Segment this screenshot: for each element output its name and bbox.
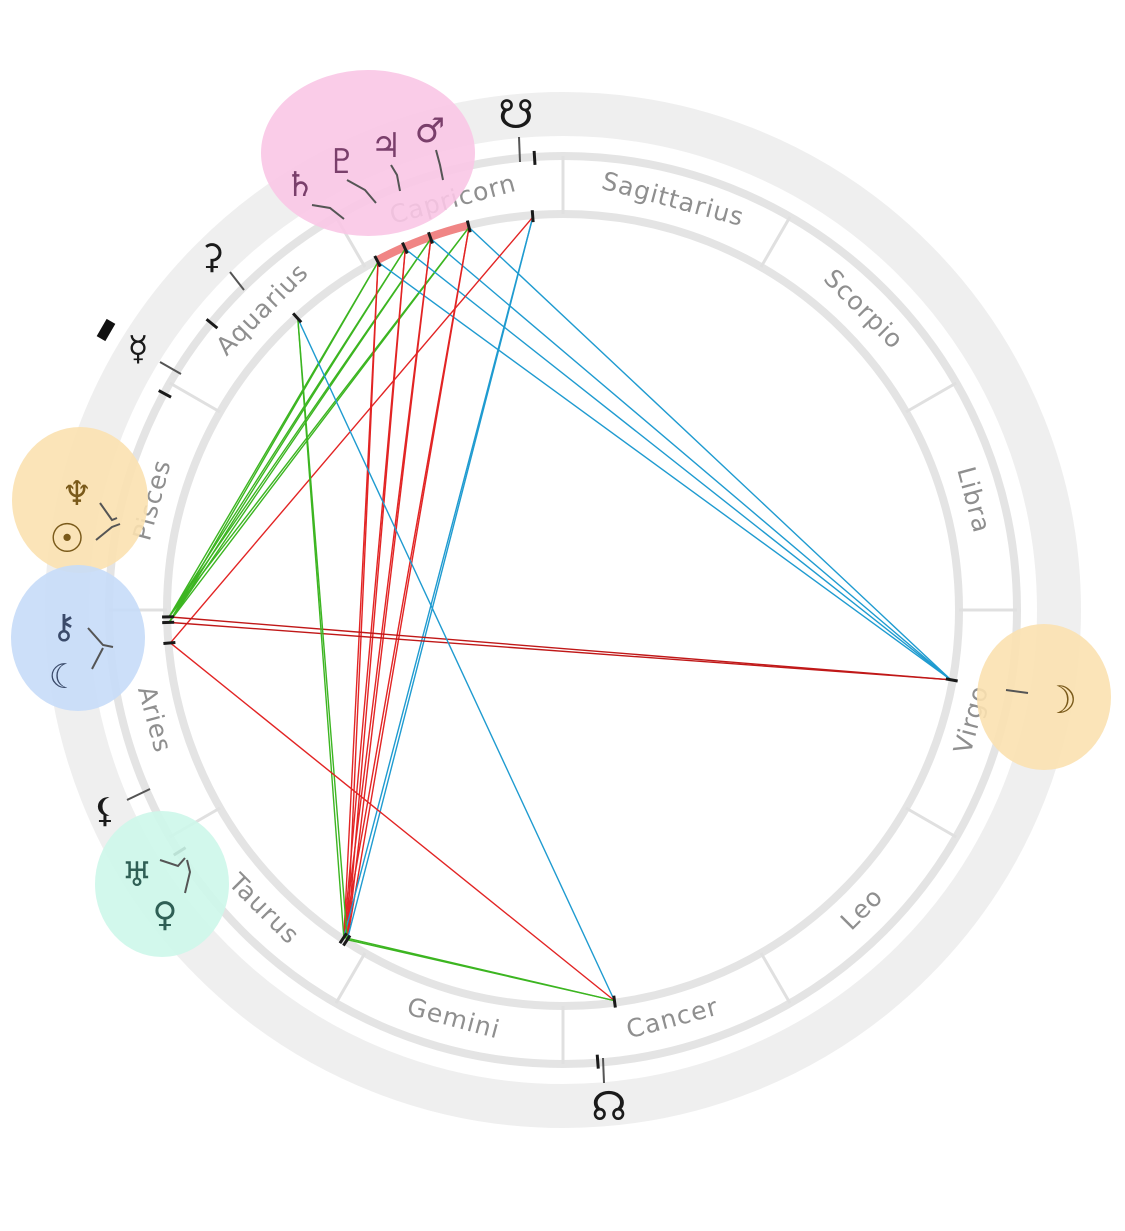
neptune-connector <box>99 502 118 522</box>
mars-connector <box>435 149 444 181</box>
glyph-connectors <box>87 136 1029 1084</box>
aspect-line-square <box>169 216 534 644</box>
lilith-connector <box>126 788 151 801</box>
chiron-connector <box>87 627 114 648</box>
sign-labels: CapricornSagittariusScorpioLibraVirgoLeo… <box>127 166 996 1044</box>
sign-dividers <box>109 156 1017 1064</box>
mercury-connector <box>159 361 182 375</box>
zodiac-ring-outer <box>105 152 1021 1068</box>
aspect-line-sextile <box>168 238 432 623</box>
aspect-line-square <box>346 262 379 940</box>
ceres-connector <box>229 271 245 291</box>
cluster-highlight-pisces <box>12 427 148 573</box>
aspect-lines <box>168 216 952 1002</box>
position-tick <box>292 312 303 324</box>
cluster-highlight-aries <box>11 565 145 711</box>
moon-icon-left[interactable]: ☾ <box>49 657 79 697</box>
mercury-icon[interactable]: ☿ <box>128 329 149 369</box>
cluster-highlight-taurus <box>95 811 229 957</box>
moon-icon-right[interactable]: ☽ <box>1043 678 1077 722</box>
saturn-icon[interactable]: ♄ <box>285 165 315 205</box>
north-node-icon[interactable]: ☊ <box>591 1084 627 1130</box>
aspect-line-square <box>346 238 432 940</box>
sun-icon[interactable]: ☉ <box>49 516 85 562</box>
aspect-line-opposition <box>169 616 951 681</box>
uranus-icon[interactable]: ♅ <box>122 855 152 895</box>
jupiter-icon[interactable]: ♃ <box>371 126 401 166</box>
position-tick <box>342 934 352 947</box>
jupiter-connector <box>390 164 401 192</box>
position-tick <box>945 677 958 683</box>
sign-label-libra: Libra <box>951 464 996 537</box>
sign-divider <box>905 381 957 414</box>
saturn-connector <box>311 204 345 220</box>
zodiac-ring-inner <box>163 210 963 1010</box>
moon-right-connector <box>1005 689 1029 694</box>
venus-connector <box>184 859 192 894</box>
position-tick <box>373 255 382 268</box>
position-tick <box>427 231 434 245</box>
uranus-connector <box>159 857 186 868</box>
cluster-highlight-capricorn <box>261 70 475 236</box>
sign-label-scorpio: Scorpio <box>818 263 909 354</box>
aspect-line-square <box>346 248 406 940</box>
position-tick <box>338 932 348 945</box>
aspect-line-opposition <box>169 621 951 681</box>
ceres-tick <box>205 318 219 330</box>
north-node-tick <box>595 1054 600 1069</box>
aspect-line-square <box>346 227 470 940</box>
sign-divider <box>759 216 792 268</box>
aspect-line-sextile <box>168 226 470 623</box>
south-node-icon[interactable]: ☋ <box>498 92 534 138</box>
venus-icon[interactable]: ♀ <box>153 895 178 935</box>
aspect-line-sextile <box>347 939 615 1002</box>
sign-label-aries: Aries <box>132 683 178 756</box>
aspect-line-trine <box>468 226 952 681</box>
chiron-icon[interactable]: ⚷ <box>52 607 77 647</box>
ceres-icon[interactable]: ⚳ <box>200 237 225 277</box>
position-tick <box>465 220 472 233</box>
lilith-icon[interactable]: ⚸ <box>93 791 118 831</box>
position-tick <box>530 210 535 223</box>
mercury-tick <box>158 389 172 399</box>
aspect-line-trine <box>346 216 534 940</box>
position-tick <box>401 241 409 255</box>
sign-divider <box>905 806 957 839</box>
north-node-connector <box>602 1057 605 1084</box>
pluto-connector <box>346 179 377 204</box>
planet-glyphs: ♄ ♇ ♃ ♂ ☋ ⚳ ☿ ♆ ☉ ⚷ ☾ ⚸ ♅ ♀ ☊ ☽ <box>49 92 1077 1130</box>
aspect-line-sextile <box>297 318 348 940</box>
sign-label-taurus: Taurus <box>222 867 305 950</box>
position-tick <box>612 995 617 1008</box>
mars-icon[interactable]: ♂ <box>415 111 445 151</box>
south-node-connector <box>518 136 521 163</box>
aspect-line-trine <box>430 238 952 681</box>
position-tick <box>163 641 176 646</box>
aspect-line-trine <box>297 318 616 1001</box>
aspect-line-square <box>169 642 615 1002</box>
moon-left-connector <box>91 647 104 670</box>
sign-divider <box>334 952 367 1004</box>
south-node-tick <box>532 150 537 165</box>
aspect-line-trine <box>404 248 952 681</box>
aspect-line-trine <box>377 261 952 681</box>
neptune-icon[interactable]: ♆ <box>62 474 92 514</box>
sun-connector <box>95 523 121 541</box>
sign-divider <box>169 381 221 414</box>
sign-divider <box>759 952 792 1004</box>
pluto-icon[interactable]: ♇ <box>327 142 357 182</box>
cluster-highlight-virgo <box>977 624 1111 770</box>
capricorn-conjunction-arc <box>375 221 470 264</box>
mercury-marker <box>96 318 116 342</box>
